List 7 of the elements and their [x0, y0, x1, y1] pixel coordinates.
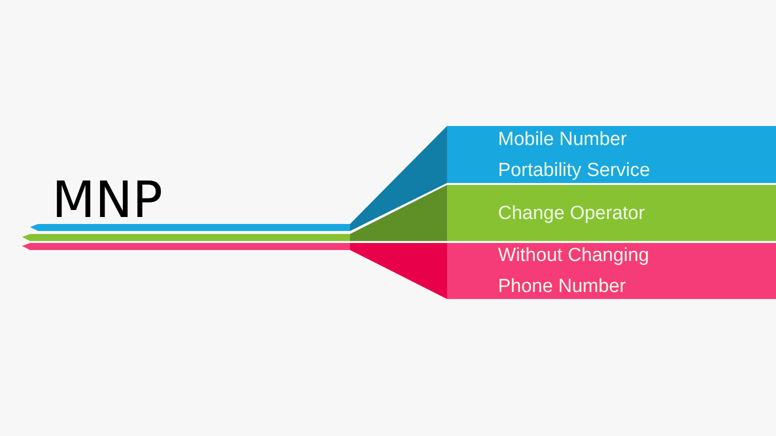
band-label: Without Changing Phone Number [498, 244, 650, 299]
band-label: Mobile Number Portability Service [498, 128, 652, 182]
band-label: Change Operator [498, 202, 646, 226]
ribbon-band [447, 126, 776, 183]
ribbon-band [447, 243, 776, 299]
title: MNP [52, 170, 163, 230]
ribbon-band [447, 185, 776, 241]
